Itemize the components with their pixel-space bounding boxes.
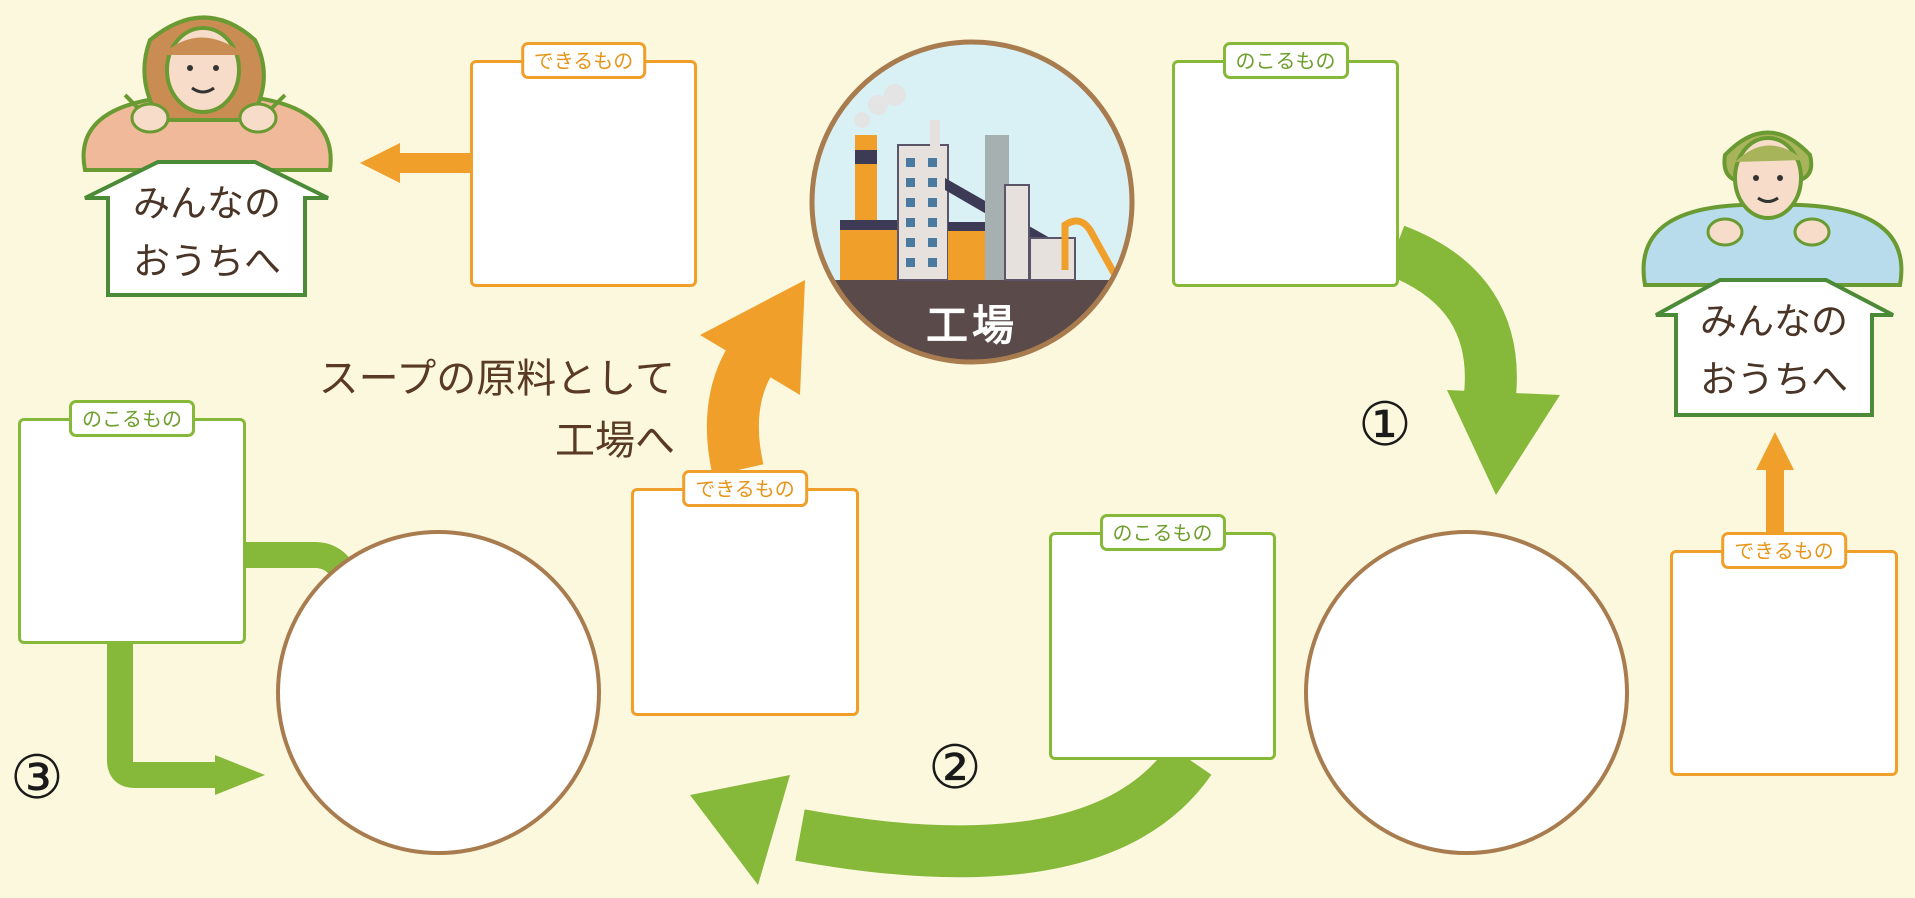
house-label-line: みんなの [133,182,281,225]
left-process-circle [276,530,601,855]
man-illustration [1641,130,1904,287]
step-one-number: ① [1358,390,1412,460]
output-tag: できるもの [682,470,808,507]
top-right-remaining-box: のこるもの [1172,42,1399,287]
house-label-line: おうちへ [133,240,281,283]
left-house-sign [84,160,329,297]
output-tag: できるもの [520,42,647,79]
caption-line: 工場へ [555,418,675,464]
remaining-tag: のこるもの [69,400,195,437]
green-arrow-1 [1385,225,1560,495]
green-arrow-2 [690,744,1212,885]
top-left-output-box: できるもの [470,42,697,287]
factory-label: 工場 [925,301,1018,350]
orange-arrow-left [360,143,475,183]
left-house-label: みんなの おうちへ [107,175,307,291]
right-output-box: できるもの [1670,532,1898,776]
middle-output-box: できるもの [631,470,859,716]
factory-illustration [809,39,1135,365]
step-three-number: ③ [10,743,64,813]
right-house-sign [1655,278,1894,417]
orange-arrow-up [1756,432,1794,533]
bottom-middle-remaining-box: のこるもの [1049,514,1276,760]
right-process-circle [1304,530,1629,855]
woman-illustration [81,15,333,172]
output-tag: できるもの [1721,532,1847,569]
orange-arrow-to-factory [700,280,805,476]
step-two-number: ② [928,733,982,803]
house-label-line: おうちへ [1700,358,1848,401]
remaining-tag: のこるもの [1222,42,1349,79]
caption-line: スープの原料として [318,356,675,402]
soup-ingredient-caption: スープの原料として 工場へ [290,348,675,472]
remaining-tag: のこるもの [1099,514,1226,551]
house-label-line: みんなの [1700,300,1848,343]
right-house-label: みんなの おうちへ [1674,293,1874,409]
left-remaining-box: のこるもの [18,400,246,644]
